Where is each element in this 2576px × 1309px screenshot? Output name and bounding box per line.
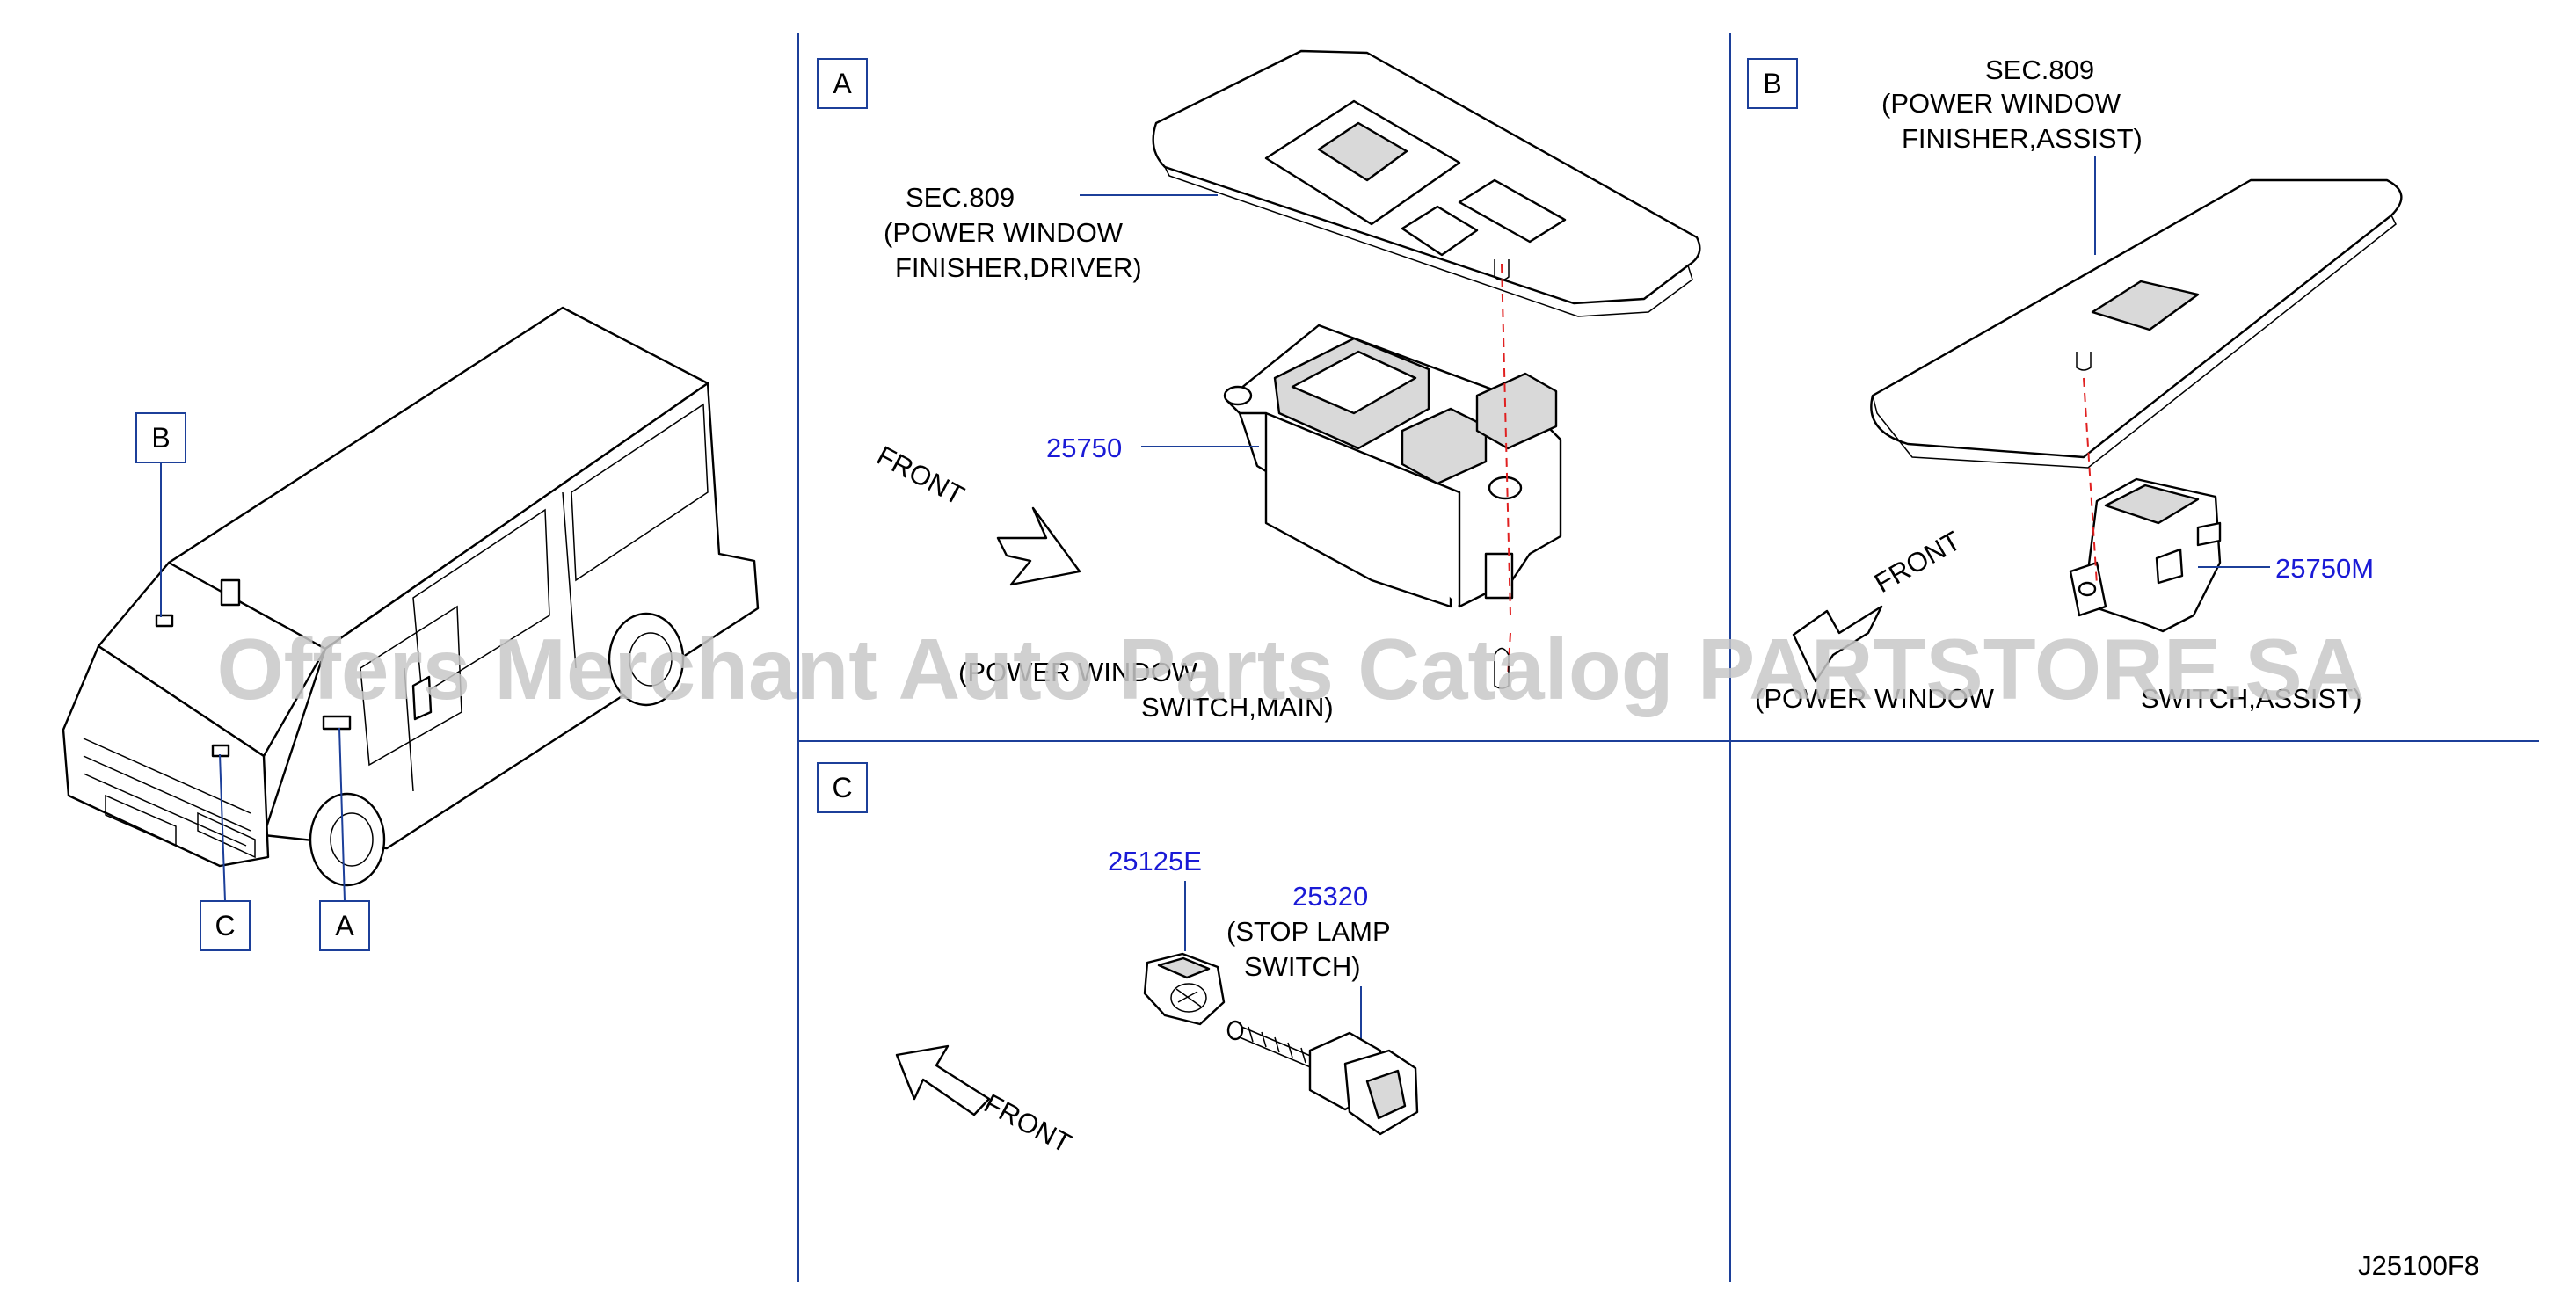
finisher-a-line1: (POWER WINDOW [884,217,1124,248]
stop-lamp-switch [1226,1020,1419,1136]
power-window-finisher-assist [1870,178,2403,469]
front-label-a: FRONT [872,440,970,511]
power-window-finisher-driver [1152,49,1701,317]
front-label-c: FRONT [979,1087,1077,1159]
power-window-switch-assist [2069,477,2222,633]
part-no-25750m: 25750M [2275,553,2374,584]
finisher-a-line2: FINISHER,DRIVER) [895,252,1142,283]
switch-b-name-line2: SWITCH,ASSIST) [2141,683,2361,714]
van-illustration [62,306,760,887]
part-no-25320: 25320 [1292,881,1368,912]
part-no-25750: 25750 [1046,433,1122,463]
section-a: A SEC.809 (POWER WINDOW FINISHER,DRIVER) [817,49,1701,723]
stop-lamp-line2: SWITCH) [1244,951,1361,982]
finisher-a-sec: SEC.809 [906,182,1015,213]
switch-a-name-line1: (POWER WINDOW [958,657,1198,687]
overview-callout-c: C [200,753,251,951]
section-c-letter: C [832,772,852,804]
panel-dividers [797,33,2539,1282]
section-b-letter: B [1763,68,1781,99]
diagram-code: J25100F8 [2358,1250,2479,1281]
finisher-b-sec: SEC.809 [1985,55,2094,85]
front-arrow-c: FRONT [895,1044,1077,1159]
front-label-b: FRONT [1869,525,1966,599]
section-a-box [817,58,868,109]
section-b-box [1747,58,1798,109]
svg-text:B: B [151,422,170,454]
switch-b-name-line1: (POWER WINDOW [1755,683,1995,714]
svg-text:C: C [215,910,235,942]
section-c: C 25125E 25320 (STOP LAMP SWITCH) FRONT [817,762,1419,1159]
power-window-switch-main [1223,324,1562,608]
watermark-text: Offers Merchant Auto Parts Catalog PARTS… [216,621,2364,717]
overview-callout-a: A [319,727,370,951]
finisher-b-line1: (POWER WINDOW [1881,88,2121,119]
svg-text:A: A [335,910,354,942]
section-a-letter: A [833,68,852,99]
overview-callout-b: B [135,412,186,617]
nut-25125e [1143,952,1226,1026]
finisher-b-line2: FINISHER,ASSIST) [1902,123,2143,154]
section-c-box [817,762,868,813]
section-b: B SEC.809 (POWER WINDOW FINISHER,ASSIST)… [1747,55,2403,714]
stop-lamp-line1: (STOP LAMP [1226,916,1391,947]
switch-a-name-line2: SWITCH,MAIN) [1141,692,1334,723]
part-no-25125e: 25125E [1108,846,1202,876]
